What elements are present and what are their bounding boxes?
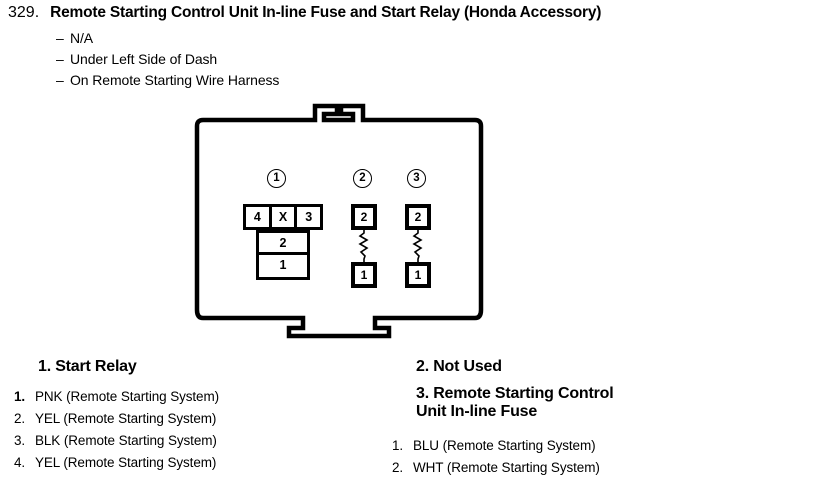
fuse-3-filament: [405, 230, 431, 262]
legend-wire-item: 4. YEL (Remote Starting System): [14, 452, 400, 474]
legend-wire-item: 2. WHT (Remote Starting System): [392, 457, 816, 479]
legend-heading-not-used: 2. Not Used: [416, 358, 502, 375]
relay-pin-1: 1: [256, 255, 310, 280]
legend-wire-list-right: 1. BLU (Remote Starting System) 2. WHT (Re…: [392, 435, 816, 479]
fuse-2-terminal-top: 2: [351, 204, 377, 230]
legend-item-text: YEL (Remote Starting System): [35, 455, 217, 470]
header-detail-text: Under Left Side of Dash: [70, 51, 218, 67]
dash-marker: –: [56, 72, 64, 88]
legend-item-number: 1.: [392, 438, 404, 453]
relay-pin-row-top: 4 X 3: [243, 204, 323, 230]
legend-wire-item: 1. PNK (Remote Starting System): [14, 386, 400, 408]
fuse-3-terminal-top: 2: [405, 204, 431, 230]
fuse-3-terminal-bottom: 1: [405, 262, 431, 288]
legend-item-number: 2.: [14, 411, 26, 426]
header-detail-item: –On Remote Starting Wire Harness: [56, 70, 279, 91]
connector-diagram: 1 2 3 4 X 3 2 1 2 1 2 1: [185, 100, 505, 350]
legend-item-number: 1.: [14, 389, 26, 404]
legend-item-number: 4.: [14, 455, 26, 470]
header-detail-text: On Remote Starting Wire Harness: [70, 72, 280, 88]
legend-fuse-section: 2. Not Used 3. Remote Starting Control U…: [388, 358, 816, 479]
relay-pin-x: X: [272, 207, 298, 227]
fuse-element-3: 2 1: [405, 204, 431, 288]
legend-heading-inline-fuse: 3. Remote Starting Control: [416, 385, 614, 402]
title-text: Remote Starting Control Unit In-line Fus…: [50, 4, 602, 21]
cavity-number-1: 1: [267, 169, 286, 188]
legend-item-text: BLU (Remote Starting System): [413, 438, 596, 453]
legend-wire-list-left: 1. PNK (Remote Starting System) 2. YEL (Re…: [14, 386, 400, 474]
cavity-number-3: 3: [407, 169, 426, 188]
legend-wire-item: 1. BLU (Remote Starting System): [392, 435, 816, 457]
legend-spacer: [388, 376, 816, 385]
relay-pin-2: 2: [256, 230, 310, 255]
relay-pin-4: 4: [246, 207, 272, 227]
legend-item-number: 3.: [14, 433, 26, 448]
legend-item-text: WHT (Remote Starting System): [413, 460, 600, 475]
header-detail-item: –Under Left Side of Dash: [56, 49, 279, 70]
legend-item-number: 2.: [392, 460, 404, 475]
legend-start-relay: 1. Start Relay 1. PNK (Remote Starting Sy…: [0, 358, 400, 474]
legend-wire-item: 3. BLK (Remote Starting System): [14, 430, 400, 452]
fuse-element-2: 2 1: [351, 204, 377, 288]
header-detail-text: N/A: [70, 30, 94, 46]
legend-heading-start-relay: 1. Start Relay: [38, 358, 137, 375]
header-detail-item: –N/A: [56, 28, 279, 49]
relay-pin-3: 3: [305, 210, 313, 224]
dash-marker: –: [56, 30, 64, 46]
title-number: 329.: [8, 4, 40, 21]
start-relay-pin-block: 4 X 3 2 1: [243, 204, 323, 280]
header-detail-list: –N/A –Under Left Side of Dash –On Remote…: [56, 28, 279, 91]
cavity-number-2: 2: [353, 169, 372, 188]
fuse-2-terminal-bottom: 1: [351, 262, 377, 288]
legend-wire-item: 2. YEL (Remote Starting System): [14, 408, 400, 430]
page-title: 329. Remote Starting Control Unit In-lin…: [8, 4, 601, 22]
legend-item-text: PNK (Remote Starting System): [35, 389, 220, 404]
connector-outline: [194, 103, 484, 339]
legend-item-text: BLK (Remote Starting System): [35, 433, 217, 448]
legend-heading-inline-fuse-line2: Unit In-line Fuse: [416, 403, 538, 420]
legend-item-text: YEL (Remote Starting System): [35, 411, 217, 426]
fuse-2-filament: [351, 230, 377, 262]
dash-marker: –: [56, 51, 64, 67]
